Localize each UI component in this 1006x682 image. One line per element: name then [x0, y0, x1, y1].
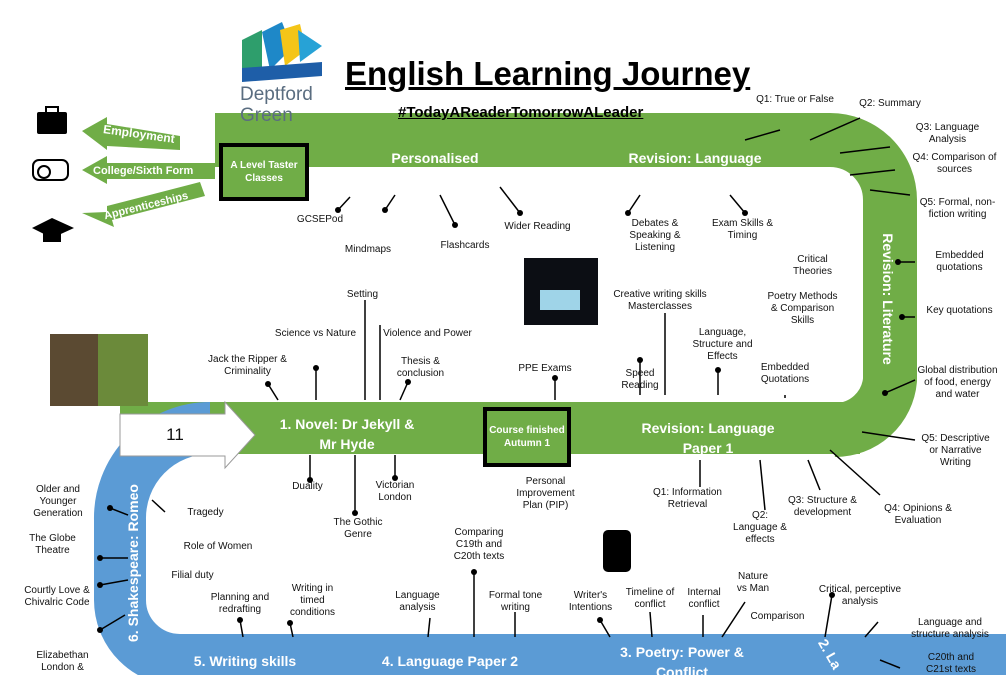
stage-writing-skills: 5. Writing skills: [193, 653, 297, 669]
label-older: Older and Younger Generation: [33, 484, 83, 519]
label-nature-man: Nature vs Man: [736, 571, 770, 594]
label-q2-lang-effects: Q2: Language & effects: [733, 510, 787, 545]
label-internal: Internal conflict: [687, 587, 721, 610]
stage-novel: 1. Novel: Dr Jekyll & Mr Hyde: [279, 416, 415, 452]
label-debates: Debates & Speaking & Listening: [629, 218, 681, 253]
label-critical-theories: Critical Theories: [793, 254, 832, 277]
label-role-women: Role of Women: [183, 541, 253, 552]
label-thesis: Thesis & conclusion: [396, 356, 445, 379]
label-exam-skills: Exam Skills & Timing: [711, 218, 774, 241]
fist-icon: [603, 530, 633, 550]
label-lang-struct: Language, Structure and Effects: [692, 327, 753, 362]
stage-language-paper2: 4. Language Paper 2: [381, 653, 519, 669]
label-filial: Filial duty: [171, 570, 214, 581]
label-elizabethan: Elizabethan London &: [36, 650, 89, 673]
label-q4-opinions: Q4: Opinions & Evaluation: [884, 503, 952, 526]
label-ppe: PPE Exams: [518, 363, 572, 374]
logo-text: Deptford Green: [240, 84, 313, 126]
stage-revision-lp1: Revision: Language Paper 1: [641, 420, 775, 456]
label-speed-reading: Speed Reading: [621, 368, 659, 391]
label-q2-summary: Q2: Summary: [859, 98, 921, 109]
label-tragedy: Tragedy: [187, 507, 224, 518]
label-violence: Violence and Power: [383, 328, 472, 339]
course-finished-box: Course finished Autumn 1: [483, 407, 571, 467]
label-global: Global distribution of food, energy and …: [917, 365, 998, 400]
label-embedded-quotations: Embedded quotations: [935, 250, 984, 273]
jekyll-hyde-image: [50, 334, 148, 406]
label-courtly: Courtly Love & Chivalric Code: [24, 585, 90, 608]
label-planning: Planning and redrafting: [210, 592, 270, 615]
label-q3-lang: Q3: Language Analysis: [915, 122, 980, 145]
stage-shakespeare: 6. Shakespeare: Romeo & Juliet: [125, 484, 159, 642]
label-comparison: Comparison: [750, 611, 805, 622]
label-creative: Creative writing skills Masterclasses: [613, 289, 707, 312]
stage-revision-lp2: Revision: Language Paper 2: [628, 150, 762, 186]
label-critical-persp: Critical, perceptive analysis: [818, 584, 902, 607]
label-gcsepod: GCSEPod: [296, 214, 344, 225]
label-victorian: Victorian London: [375, 480, 415, 503]
stage-personalised: Personalised Final Revision: [387, 150, 483, 186]
label-q3-structure: Q3: Structure & development: [788, 495, 857, 518]
label-lang-analysis: Language analysis: [395, 590, 440, 613]
current-step: 11: [166, 425, 184, 444]
label-writers-intentions: Writer's Intentions: [568, 590, 613, 613]
label-timeline: Timeline of conflict: [625, 587, 675, 610]
outcome-college: College/Sixth Form: [93, 165, 194, 177]
laptop-image: [524, 258, 598, 325]
diploma-icon: [33, 158, 63, 178]
label-science-nature: Science vs Nature: [274, 328, 357, 339]
label-lang-struct-analysis: Language and structure analysis: [911, 617, 989, 640]
label-setting: Setting: [346, 289, 379, 300]
page-title: English Learning Journey: [345, 55, 751, 92]
label-q5-desc: Q5: Descriptive or Narrative Writing: [921, 433, 990, 468]
graduation-cap-icon: [32, 215, 62, 235]
a-level-box: A Level Taster Classes: [219, 143, 309, 201]
briefcase-icon: [37, 108, 67, 128]
label-duality: Duality: [292, 481, 323, 492]
label-comparing: Comparing C19th and C20th texts: [453, 527, 505, 562]
label-key-quotations: Key quotations: [926, 305, 993, 316]
label-flashcards: Flashcards: [440, 240, 490, 251]
label-q1-info: Q1: Information Retrieval: [653, 487, 722, 510]
label-q4-comp: Q4: Comparison of sources: [912, 152, 997, 175]
stage-revision-lit: Revision: Literature: [880, 233, 896, 365]
label-q5-formal: Q5: Formal, non-fiction writing: [919, 197, 996, 220]
label-gothic: The Gothic Genre: [333, 517, 383, 540]
label-mindmaps: Mindmaps: [344, 244, 392, 255]
label-embedded-quotations-2: Embedded Quotations: [760, 362, 810, 385]
label-pip: Personal Improvement Plan (PIP): [516, 476, 575, 511]
stage-poetry: 3. Poetry: Power & Conflict: [620, 644, 744, 680]
label-jack: Jack the Ripper & Criminality: [208, 354, 287, 377]
hashtag: #TodayAReaderTomorrowALeader: [398, 104, 644, 121]
label-timed: Writing in timed conditions: [289, 583, 336, 618]
label-formal-tone: Formal tone writing: [488, 590, 543, 613]
label-wider-reading: Wider Reading: [504, 221, 571, 232]
label-c20-c21: C20th and C21st texts: [925, 652, 977, 675]
label-q1-tf: Q1: True or False: [756, 94, 834, 105]
label-poetry-methods: Poetry Methods & Comparison Skills: [767, 291, 838, 326]
label-globe: The Globe Theatre: [29, 533, 76, 556]
